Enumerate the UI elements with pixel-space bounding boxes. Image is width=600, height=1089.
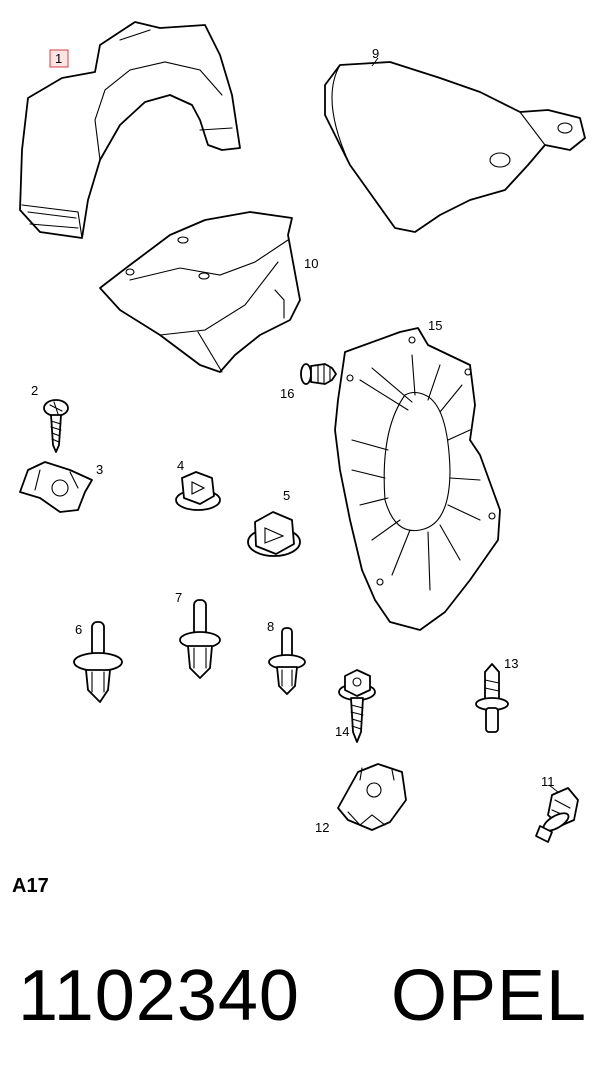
callout-8: 8: [267, 619, 274, 634]
part-8-expansion-rivet[interactable]: [268, 627, 306, 695]
callout-7: 7: [175, 590, 182, 605]
callout-1: 1: [55, 51, 62, 66]
callout-11: 11: [541, 774, 555, 789]
parts-diagram: 1 9 10: [19, 21, 586, 843]
part-3-speed-nut[interactable]: [19, 461, 93, 513]
part-16-push-clip[interactable]: [300, 363, 337, 385]
callout-15: 15: [428, 318, 442, 333]
part-12-clip-nut[interactable]: [337, 763, 407, 831]
part-1-wheel-arch-liner[interactable]: [19, 21, 241, 239]
callout-3: 3: [96, 462, 103, 477]
part-13-push-pin[interactable]: [475, 663, 509, 733]
callout-1-highlight: [49, 49, 69, 68]
part-7-expansion-rivet[interactable]: [179, 599, 221, 679]
part-5-flange-nut[interactable]: [247, 511, 301, 557]
callout-5: 5: [283, 488, 290, 503]
part-14-flange-screw[interactable]: [338, 669, 376, 743]
callout-12: 12: [315, 820, 329, 835]
part-11-rivet-clip[interactable]: [535, 787, 579, 843]
section-code: A17: [12, 875, 49, 897]
callout-6: 6: [75, 622, 82, 637]
part-6-expansion-rivet[interactable]: [73, 621, 123, 703]
part-15-shroud-plate[interactable]: [334, 327, 501, 631]
callout-13: 13: [504, 656, 518, 671]
callout-14: 14: [335, 724, 349, 739]
callout-4: 4: [177, 458, 184, 473]
callout-9: 9: [372, 46, 379, 61]
callout-2: 2: [31, 383, 38, 398]
callout-16: 16: [280, 386, 294, 401]
callout-10: 10: [304, 256, 318, 271]
part-4-nut[interactable]: [175, 471, 221, 511]
part-10-bracket[interactable]: [99, 211, 301, 373]
part-2-screw[interactable]: [43, 399, 69, 453]
part-number: 1102340: [18, 956, 300, 1036]
footer-caption: 1102340 OPEL: [18, 955, 587, 1037]
brand-name: OPEL: [390, 956, 588, 1036]
part-9-heat-shield[interactable]: [324, 61, 586, 233]
